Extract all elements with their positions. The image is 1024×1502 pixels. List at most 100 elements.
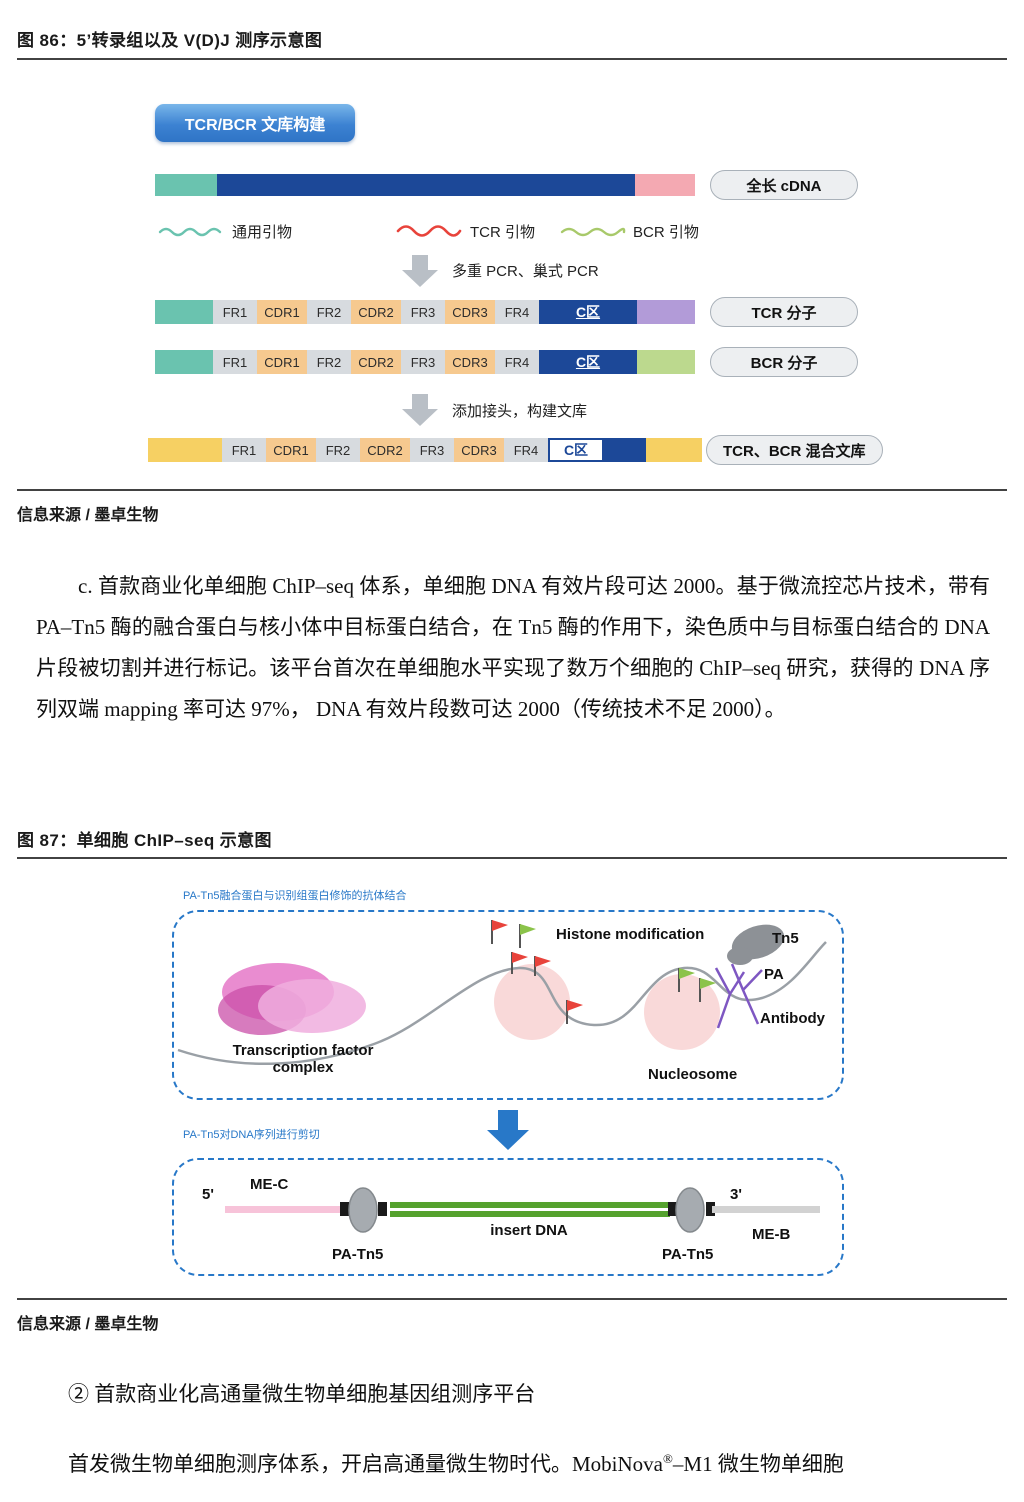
segment-c-region: C区 [548, 438, 604, 462]
me-tick [340, 1202, 349, 1216]
me-tick [668, 1202, 677, 1216]
me-c-strand [225, 1206, 347, 1213]
transcription-factor-complex-blob [218, 963, 366, 1035]
me-b-label: ME-B [752, 1226, 791, 1243]
three-prime-label: 3' [730, 1186, 742, 1203]
flag-green-icon-2 [678, 968, 695, 992]
segment-fr1: FR1 [213, 300, 257, 324]
bcr-molecule-bar: FR1 CDR1 FR2 CDR2 FR3 CDR3 FR4 C区 [155, 350, 695, 374]
legend-bcr-primer: BCR 引物 [633, 224, 699, 241]
segment-fr1: FR1 [213, 350, 257, 374]
pcr-arrow-label: 多重 PCR、巢式 PCR [452, 263, 599, 280]
closing-line: 首发微生物单细胞测序体系，开启高通量微生物时代。MobiNova®–M1 微生物… [68, 1448, 844, 1478]
flag-green-icon-3 [699, 978, 716, 1002]
cdna-pill: 全长 cDNA [710, 170, 858, 200]
segment-cdr1: CDR1 [257, 350, 307, 374]
library-construction-banner: TCR/BCR 文库构建 [155, 104, 355, 142]
cdna-body-segment [217, 174, 635, 196]
segment-cdr2: CDR2 [360, 438, 410, 462]
chipseq-binding-panel: Histone modification Tn5 PA Antibody Tra… [172, 910, 844, 1100]
me-tick [378, 1202, 387, 1216]
bcr-molecule-pill: BCR 分子 [710, 347, 858, 377]
registered-mark: ® [663, 1451, 673, 1466]
insert-dna-strand-bottom [390, 1211, 670, 1217]
segment-fr2: FR2 [307, 300, 351, 324]
mixed-library-bar: FR1 CDR1 FR2 CDR2 FR3 CDR3 FR4 C区 [148, 438, 702, 462]
segment-fr1: FR1 [222, 438, 266, 462]
chipseq-cutting-panel: 5' ME-C insert DNA 3' ME-B PA-Tn5 PA-Tn5 [172, 1158, 844, 1276]
chipseq-binding-art [177, 920, 827, 1065]
tcr-molecule-bar: FR1 CDR1 FR2 CDR2 FR3 CDR3 FR4 C区 [155, 300, 695, 324]
body-paragraph: c. 首款商业化单细胞 ChIP–seq 体系，单细胞 DNA 有效片段可达 2… [36, 574, 990, 721]
segment-fr3: FR3 [401, 350, 445, 374]
mixed-library-pill: TCR、BCR 混合文库 [706, 435, 883, 465]
tn5-label: Tn5 [772, 930, 799, 947]
down-arrow-adapter-icon [402, 394, 438, 426]
universal-primer-segment [155, 300, 213, 324]
nucleosome-circle-1 [494, 964, 570, 1040]
universal-primer-segment [155, 174, 217, 196]
bcr-primer-segment [637, 350, 695, 374]
segment-cdr3: CDR3 [454, 438, 504, 462]
me-c-label: ME-C [250, 1176, 289, 1193]
segment-fr3: FR3 [410, 438, 454, 462]
five-prime-label: 5' [202, 1186, 214, 1203]
divider-fig87-top [17, 857, 1007, 859]
me-b-strand [712, 1206, 820, 1213]
segment-c-region: C区 [539, 350, 637, 374]
insert-dna-label: insert DNA [490, 1222, 568, 1239]
flag-green-icon-1 [519, 924, 536, 948]
fig87-note-binding: PA-Tn5融合蛋白与识别组蛋白修饰的抗体结合 [183, 890, 407, 902]
me-tick [706, 1202, 715, 1216]
flag-red-icon-2 [511, 952, 528, 974]
down-arrow-pcr-icon [402, 255, 438, 287]
flag-red-icon-4 [566, 1000, 583, 1024]
insert-dna-strand-top [390, 1202, 670, 1208]
transcription-factor-label: Transcription factor complex [232, 1042, 374, 1076]
divider-top [17, 58, 1007, 60]
tn5-blob [727, 924, 785, 965]
segment-fr4: FR4 [495, 300, 539, 324]
adapter-segment-left [148, 438, 222, 462]
segment-fr4: FR4 [495, 350, 539, 374]
adapter-segment-right [646, 438, 702, 462]
fig87-title: 图 87：单细胞 ChIP–seq 示意图 [17, 831, 272, 850]
pa-tn5-left-blob [348, 1187, 378, 1233]
flag-red-icon-1 [491, 920, 508, 944]
constant-region-segment [604, 438, 646, 462]
tcr-primer-wave-icon [396, 225, 462, 237]
segment-cdr3: CDR3 [445, 350, 495, 374]
segment-fr2: FR2 [307, 350, 351, 374]
fig87-note-cutting: PA-Tn5对DNA序列进行剪切 [183, 1129, 320, 1141]
segment-cdr2: CDR2 [351, 350, 401, 374]
cdna-end-segment [635, 174, 695, 196]
down-arrow-blue-icon [487, 1110, 529, 1150]
closing-line-pre: 首发微生物单细胞测序体系，开启高通量微生物时代。MobiNova [68, 1452, 663, 1476]
fig86-source: 信息来源 / 墨卓生物 [17, 507, 159, 524]
closing-line-post: –M1 微生物单细胞 [672, 1452, 844, 1476]
adapter-arrow-label: 添加接头，构建文库 [452, 403, 588, 420]
universal-primer-wave-icon [158, 227, 222, 237]
pa-tn5-right-label: PA-Tn5 [662, 1246, 714, 1263]
pa-tn5-left-label: PA-Tn5 [332, 1246, 384, 1263]
antibody-label: Antibody [760, 1010, 825, 1027]
fig87-source: 信息来源 / 墨卓生物 [17, 1316, 159, 1333]
nucleosome-label: Nucleosome [648, 1066, 738, 1083]
full-length-cdna-bar [155, 174, 695, 196]
bcr-primer-wave-icon [560, 227, 626, 237]
segment-cdr2: CDR2 [351, 300, 401, 324]
universal-primer-segment [155, 350, 213, 374]
flag-red-icon-3 [534, 956, 551, 976]
segment-c-region: C区 [539, 300, 637, 324]
divider-fig86-bottom [17, 489, 1007, 491]
segment-fr4: FR4 [504, 438, 548, 462]
segment-cdr3: CDR3 [445, 300, 495, 324]
pa-label: PA [764, 966, 784, 983]
tcr-molecule-pill: TCR 分子 [710, 297, 858, 327]
pa-tn5-right-blob [675, 1187, 705, 1233]
segment-fr2: FR2 [316, 438, 360, 462]
list-item-2: ② 首款商业化高通量微生物单细胞基因组测序平台 [68, 1382, 536, 1406]
segment-cdr1: CDR1 [257, 300, 307, 324]
segment-fr3: FR3 [401, 300, 445, 324]
fig86-title: 图 86：5’转录组以及 V(D)J 测序示意图 [17, 31, 323, 50]
